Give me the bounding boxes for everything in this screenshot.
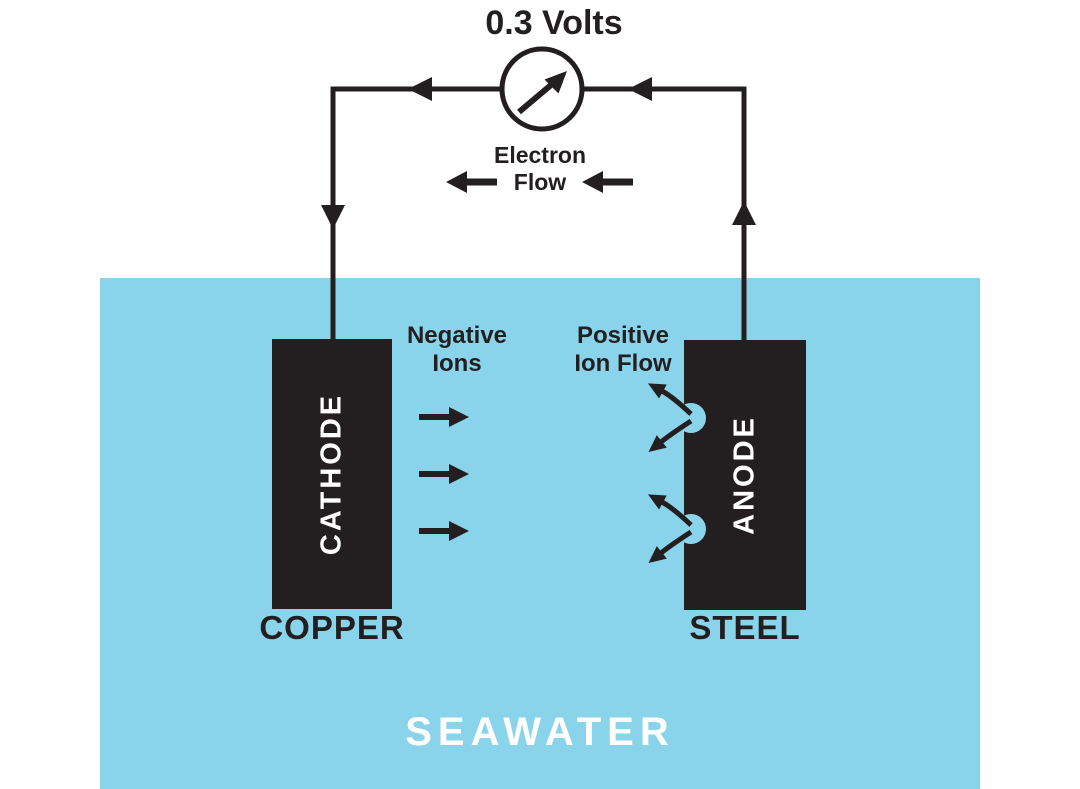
cathode-label: CATHODE	[315, 392, 348, 556]
voltage-reading: 0.3 Volts	[485, 4, 623, 42]
electron-flow-line2: Flow	[513, 169, 567, 195]
negative-ions-label: Negative Ions	[367, 322, 547, 378]
electron-flow-line1: Electron	[493, 142, 587, 168]
wire-arrow-left-icon	[408, 77, 432, 101]
wire-arrow-down-icon	[321, 205, 345, 229]
negative-ions-line2: Ions	[432, 350, 482, 377]
positive-ions-line1: Positive	[576, 322, 670, 349]
seawater-region	[100, 278, 980, 789]
positive-ions-line2: Ion Flow	[574, 350, 672, 377]
seawater-label: SEAWATER	[405, 710, 675, 754]
electron-flow-label: Electron Flow	[440, 142, 640, 196]
voltmeter-gauge-icon	[499, 46, 585, 132]
negative-ions-line1: Negative	[406, 322, 508, 349]
wire-arrow-left-icon	[628, 77, 652, 101]
anode-electrode: ANODE	[684, 340, 806, 610]
steel-material-label: STEEL	[689, 609, 801, 646]
cathode-electrode: CATHODE	[272, 339, 392, 609]
wire-arrow-up-icon	[732, 201, 756, 225]
anode-label: ANODE	[728, 415, 761, 535]
positive-ions-label: Positive Ion Flow	[533, 322, 713, 378]
copper-material-label: COPPER	[259, 609, 405, 646]
